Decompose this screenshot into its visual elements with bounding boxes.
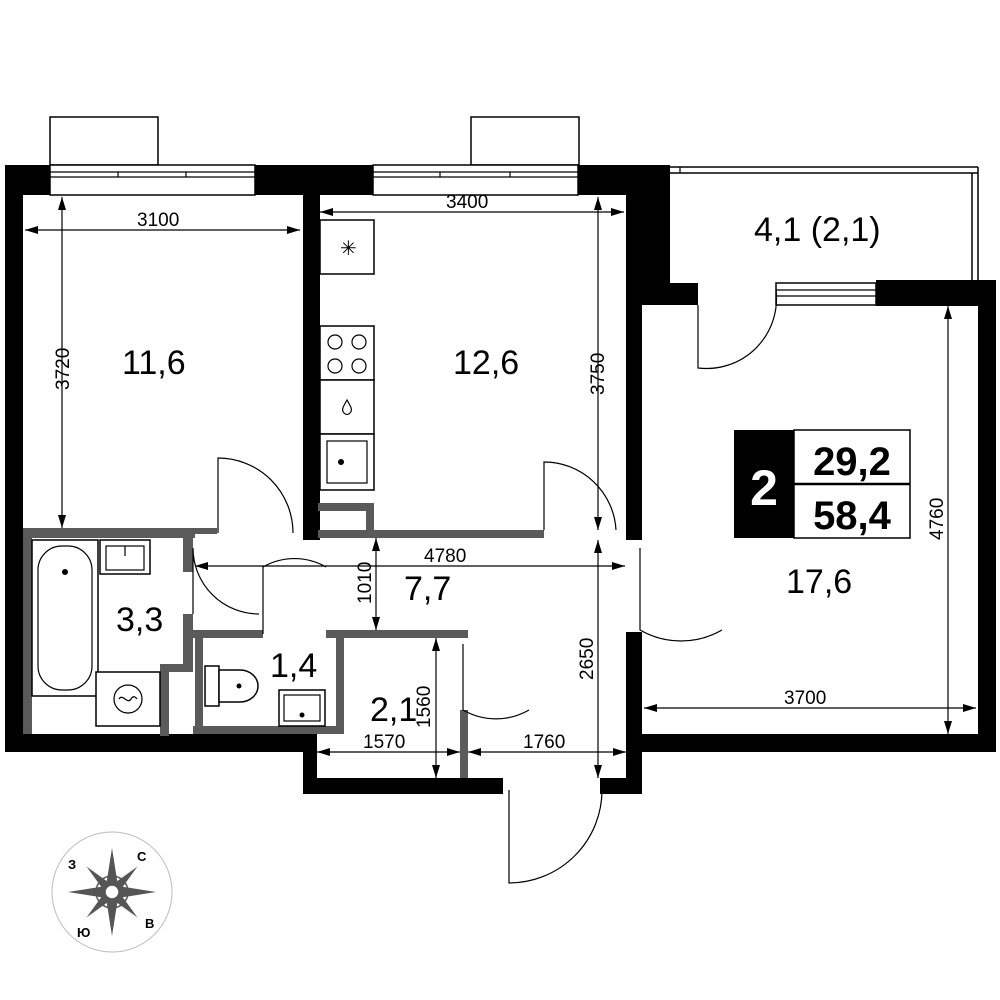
area-bedroom: 11,6 — [122, 344, 186, 382]
window-living — [775, 282, 877, 306]
exterior-walls — [5, 165, 996, 794]
area-balcony: 4,1 (2,1) — [754, 211, 881, 249]
area-living-room: 17,6 — [786, 563, 852, 601]
compass-north: С — [137, 849, 147, 864]
dim-bedroom-width: 3100 — [137, 210, 179, 231]
dim-kitchen-width: 3400 — [446, 192, 488, 213]
partition-walls — [23, 503, 544, 778]
dim-entrance-depth: 2650 — [577, 638, 598, 680]
doors — [192, 289, 778, 884]
compass-south: Ю — [77, 925, 90, 940]
area-hallway: 7,7 — [404, 570, 451, 608]
toilet-icon — [204, 665, 220, 707]
area-toilet: 1,4 — [270, 647, 317, 685]
dishwasher-icon — [319, 379, 375, 435]
compass-west: З — [68, 857, 76, 872]
living-area-value: 29,2 — [813, 440, 891, 484]
dim-living-depth: 4760 — [927, 498, 948, 540]
dim-closet-depth: 1560 — [414, 686, 435, 728]
apartment-summary-badge: 2 29,2 58,4 — [734, 429, 911, 539]
balcony-outline — [670, 166, 979, 280]
fridge-icon — [319, 219, 375, 275]
bathroom-fixtures — [31, 539, 161, 727]
dimension-lines — [25, 197, 976, 778]
dim-closet-width: 1570 — [363, 732, 405, 753]
dim-hall-width: 1010 — [355, 562, 376, 604]
bathtub-icon — [31, 539, 99, 697]
window-kitchen — [372, 116, 580, 196]
bath-sink-icon — [99, 539, 151, 575]
kitchen-sink-icon — [319, 433, 375, 491]
dim-entrance-width: 1760 — [523, 732, 565, 753]
toilet-sink-icon — [278, 689, 326, 727]
dim-hall-length: 4780 — [424, 546, 466, 567]
stove-icon — [319, 325, 375, 381]
area-kitchen: 12,6 — [453, 344, 519, 382]
area-closet: 2,1 — [370, 691, 417, 729]
window-bedroom — [49, 116, 256, 196]
washing-machine-icon — [95, 671, 161, 727]
kitchen-fixtures: ✳ — [319, 219, 375, 491]
total-area-value: 58,4 — [813, 494, 892, 538]
compass-east: В — [145, 916, 154, 931]
dim-living-width: 3700 — [784, 688, 826, 709]
compass-star-icon — [68, 848, 156, 936]
rooms-count: 2 — [750, 460, 778, 516]
compass-rose: С В Ю З — [51, 831, 173, 953]
area-bathroom: 3,3 — [116, 601, 163, 639]
dim-bedroom-depth: 3720 — [53, 348, 74, 390]
toilet-fixtures — [204, 665, 326, 727]
svg-text:✳: ✳ — [340, 238, 357, 260]
dim-kitchen-depth: 3750 — [588, 353, 609, 395]
